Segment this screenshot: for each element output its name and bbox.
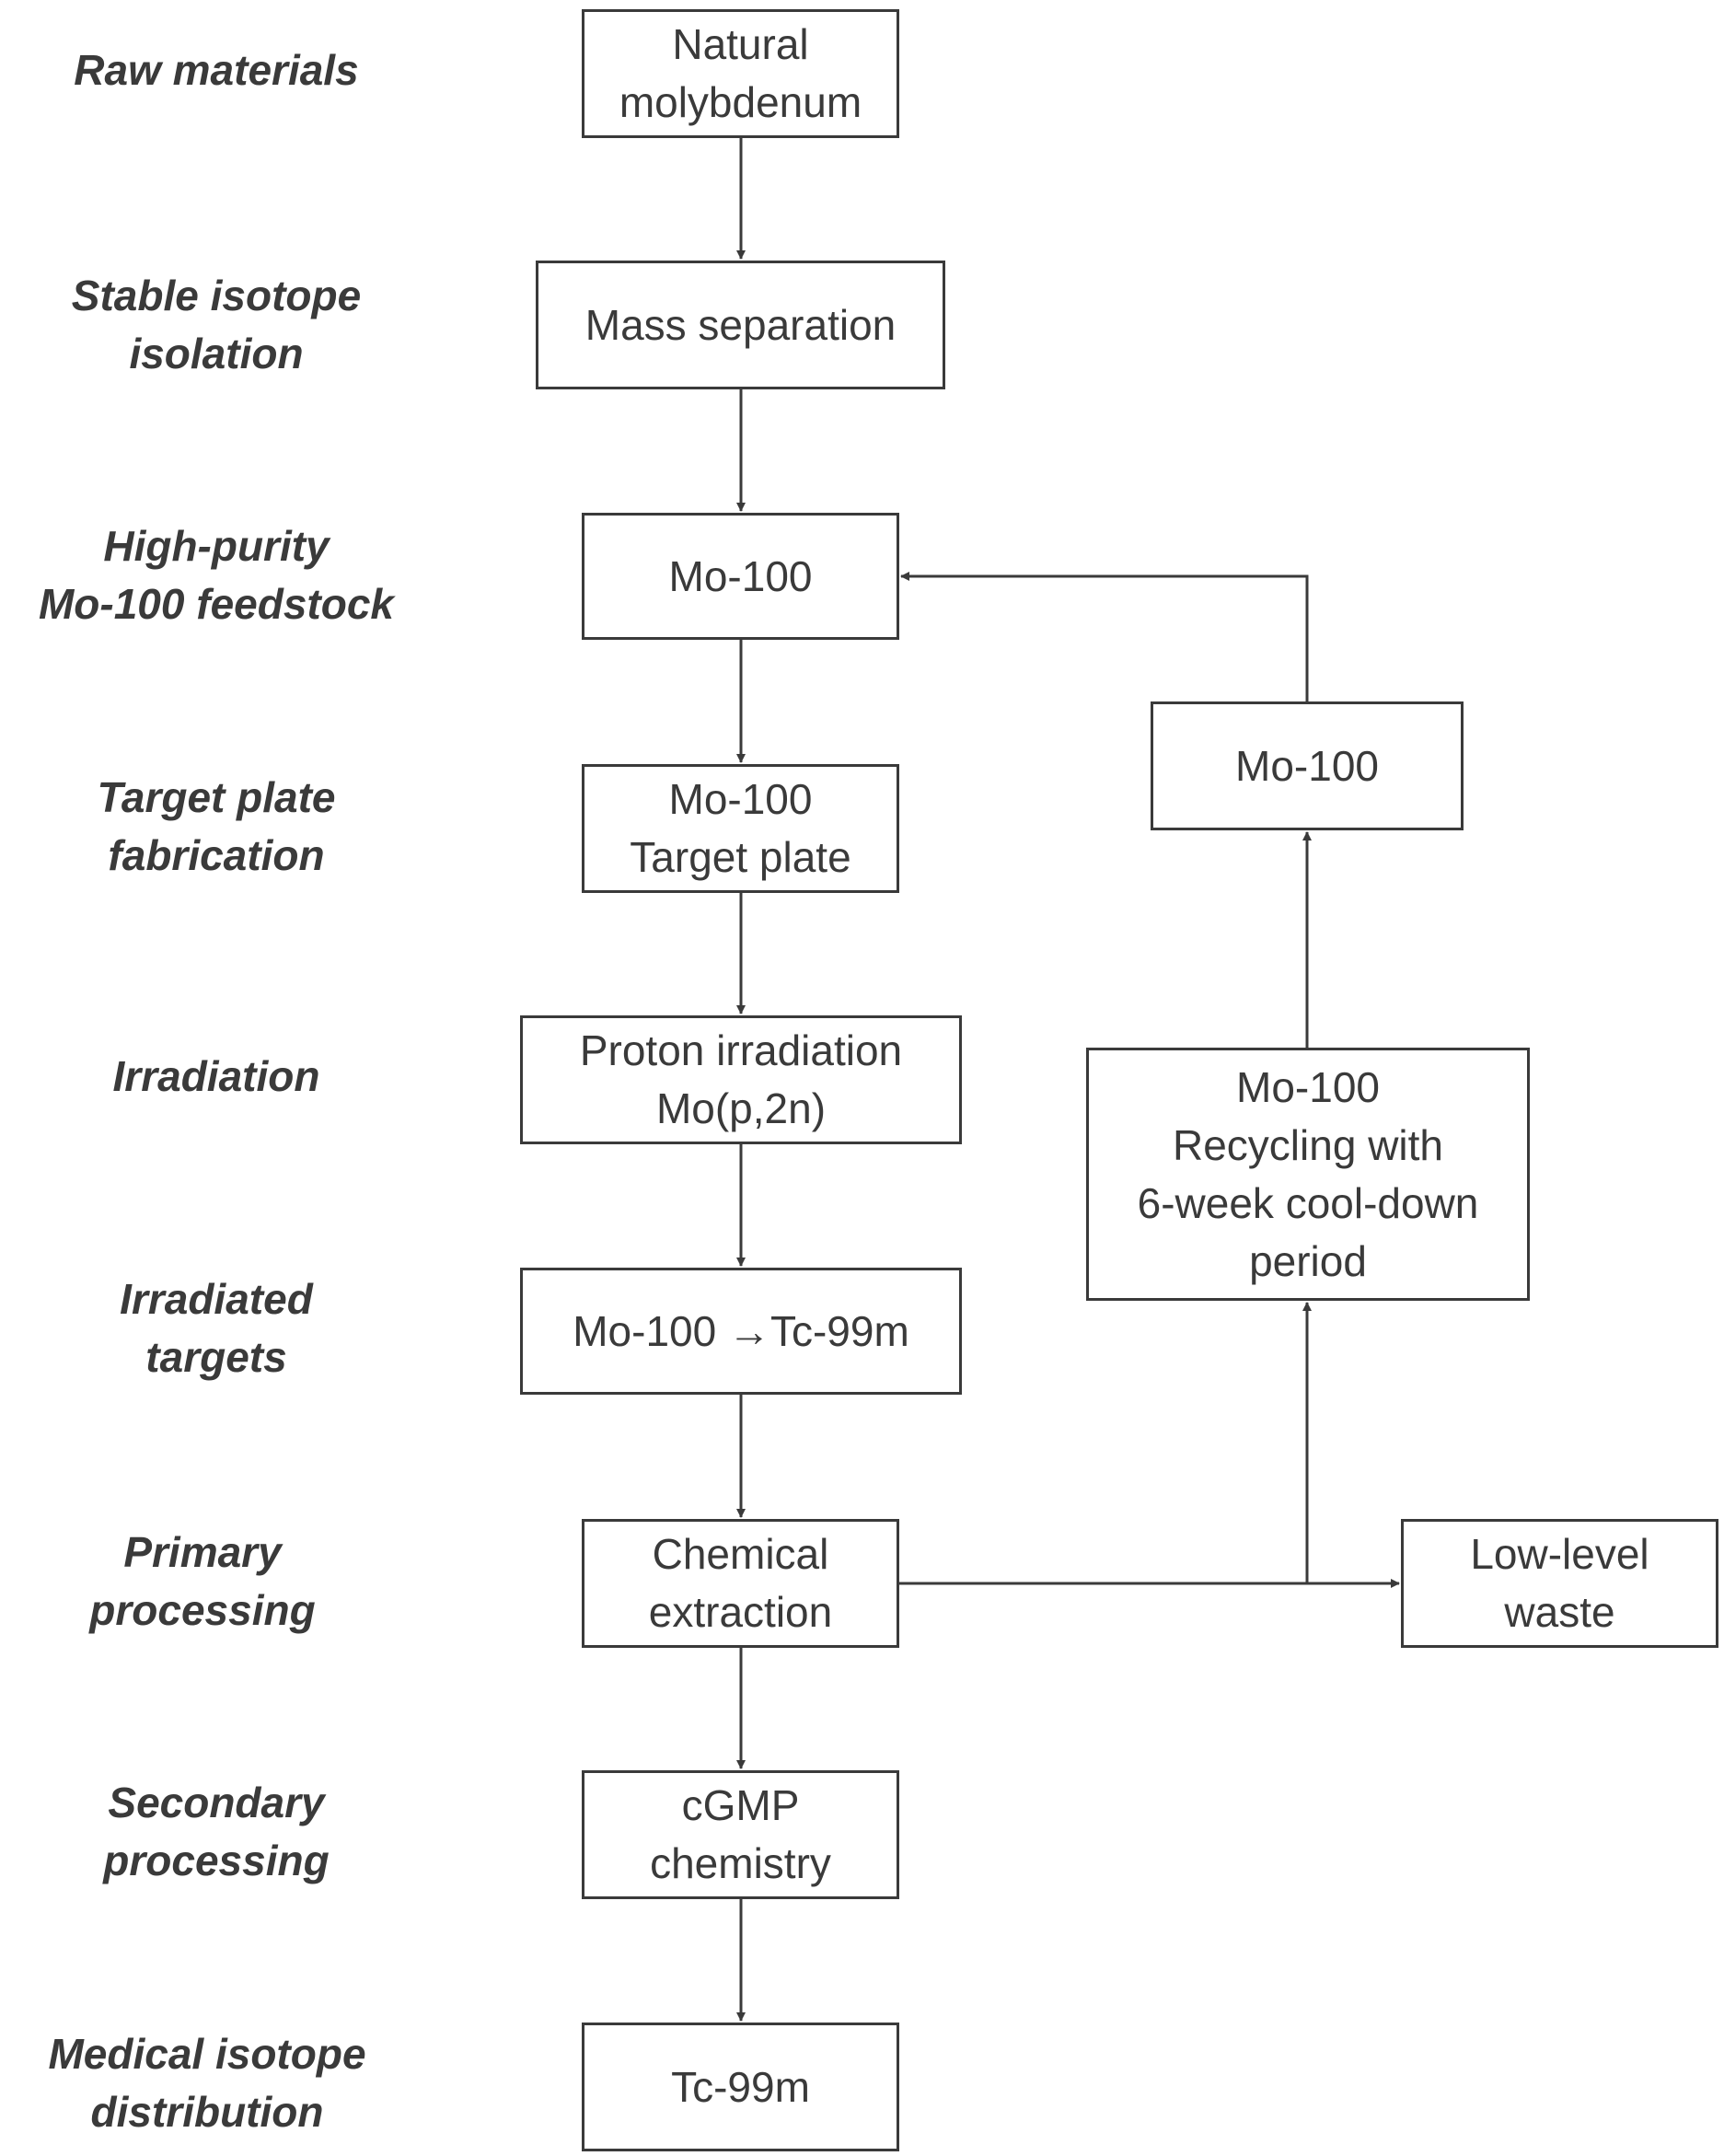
arrow-recovered-to-feedstock	[901, 576, 1307, 701]
